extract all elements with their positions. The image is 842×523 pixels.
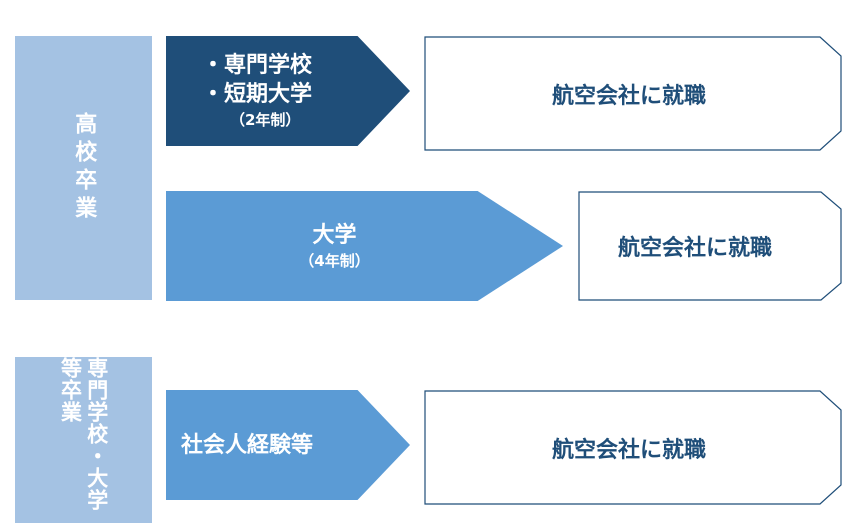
destination-outline xyxy=(424,36,842,151)
arrow-line: ・専門学校 xyxy=(202,53,313,78)
path-arrow-work-experience: 社会人経験等 xyxy=(166,390,410,500)
destination-label: 航空会社に就職 xyxy=(617,236,772,261)
arrow-sub: （4年制） xyxy=(299,251,370,270)
destination-airline-job: 航空会社に就職 xyxy=(578,191,842,301)
destination-airline-job: 航空会社に就職 xyxy=(424,36,842,151)
arrow-line: ・短期大学 xyxy=(202,82,313,107)
stage-label: 高校卒業 xyxy=(71,112,97,224)
stage-label: 専門学校・大学等卒業 xyxy=(58,357,109,511)
destination-label: 航空会社に就職 xyxy=(551,83,706,109)
destination-airline-job: 航空会社に就職 xyxy=(424,390,842,505)
path-arrow-university: 大学 （4年制） xyxy=(166,191,563,301)
destination-outline xyxy=(424,390,842,505)
path-arrow-vocational-junior-college: ・専門学校 ・短期大学 （2年制） xyxy=(166,36,410,146)
destination-outline xyxy=(578,191,842,301)
stage-high-school-graduation: 高校卒業 xyxy=(15,36,152,300)
destination-label: 航空会社に就職 xyxy=(551,437,706,463)
arrow-line: 社会人経験等 xyxy=(181,432,314,458)
stage-college-graduation: 専門学校・大学等卒業 xyxy=(15,357,152,523)
arrow-sub: （2年制） xyxy=(230,111,301,129)
arrow-line: 大学 xyxy=(312,222,357,248)
